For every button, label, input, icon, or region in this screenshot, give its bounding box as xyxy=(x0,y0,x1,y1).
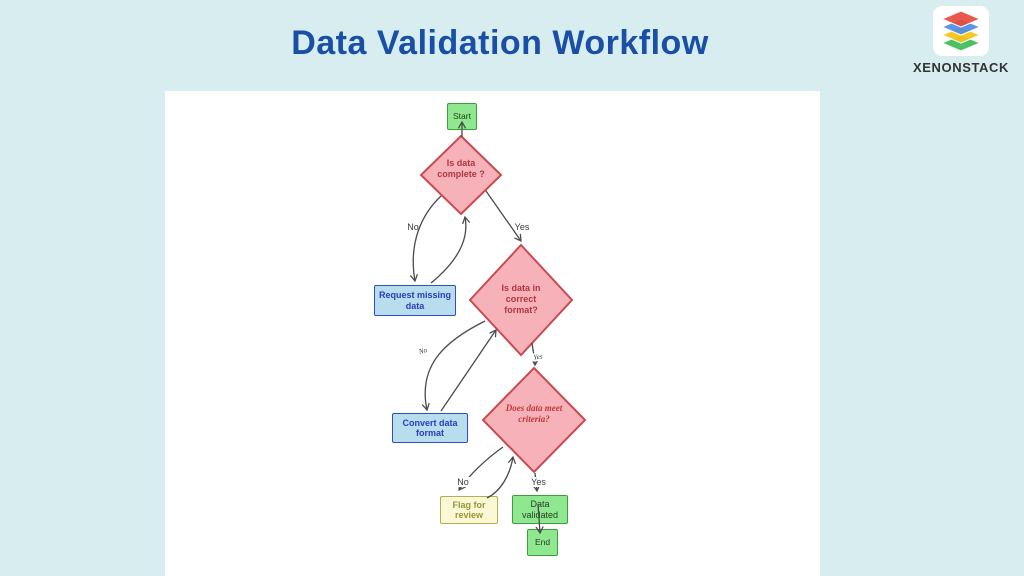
flowchart-canvas: Start Request missing data Convert data … xyxy=(165,91,820,576)
node-convert-label: Convert data format xyxy=(402,417,458,438)
node-d2-label: Is data in correct format? xyxy=(501,283,541,315)
node-d3-label: Does data meet criteria? xyxy=(505,403,563,424)
node-end: End xyxy=(527,529,558,556)
edge-d2-no-to-convert xyxy=(421,320,486,412)
edge-d1-yes-to-d2 xyxy=(485,190,522,243)
brand-logo-card xyxy=(933,6,989,56)
node-request-label: Request missing data xyxy=(378,290,452,311)
node-end-label: End xyxy=(534,536,551,547)
page-title: Data Validation Workflow xyxy=(291,24,709,62)
node-d1-label: Is data complete ? xyxy=(437,158,485,179)
node-data-validated: Data validated xyxy=(512,495,568,524)
edge-flag-back-to-d3 xyxy=(486,455,517,499)
node-start: Start xyxy=(447,103,477,130)
edge-request-back-to-d1 xyxy=(430,215,471,284)
edge-convert-back-to-d2 xyxy=(440,328,497,412)
node-flag-label: Flag for review xyxy=(452,499,486,520)
edge-label-d2-no: No xyxy=(412,344,434,358)
node-validated-label: Data validated xyxy=(521,499,559,520)
brand-logo: XENONSTACK xyxy=(902,6,1020,75)
edge-label-d2-yes: Yes xyxy=(527,351,549,363)
edge-label-d3-no: No xyxy=(451,477,475,487)
node-start-label: Start xyxy=(453,110,471,121)
edge-d1-no-to-request xyxy=(409,195,442,283)
xenonstack-layers-icon xyxy=(940,10,982,52)
edge-label-d3-yes: Yes xyxy=(526,477,551,487)
edge-label-d1-no: No xyxy=(407,222,419,232)
node-convert-data-format: Convert data format xyxy=(392,413,468,443)
node-flag-for-review: Flag for review xyxy=(440,496,498,524)
edge-label-d1-yes: Yes xyxy=(514,222,530,232)
brand-name: XENONSTACK xyxy=(912,60,1010,75)
node-request-missing-data: Request missing data xyxy=(374,285,456,316)
